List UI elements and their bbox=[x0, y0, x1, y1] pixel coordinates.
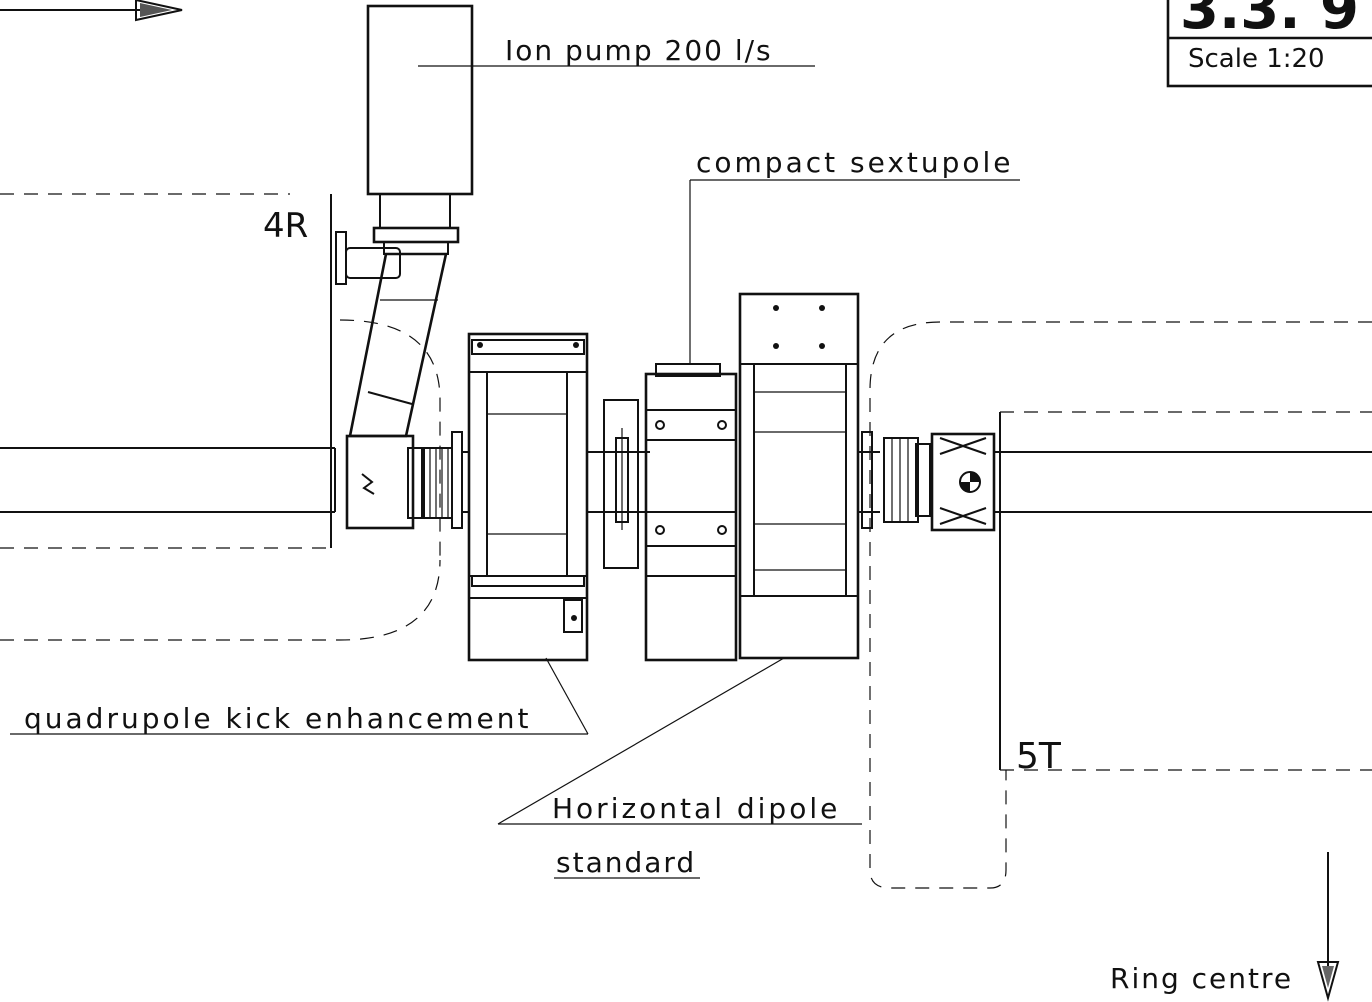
valve-block bbox=[345, 434, 423, 530]
ion-pump bbox=[335, 4, 474, 438]
quadrupole-kick-label: quadrupole kick enhancement bbox=[24, 702, 532, 735]
beam-pipe-left bbox=[0, 447, 336, 513]
quadrupole-magnet bbox=[467, 332, 589, 662]
title-block: 3.3. 9 Scale 1:20 bbox=[1166, 0, 1372, 88]
section-4r-label: 4R bbox=[263, 206, 308, 246]
quadrupole-leader bbox=[545, 657, 589, 735]
bellows-right bbox=[861, 431, 931, 529]
beam-direction-arrow-icon bbox=[0, 0, 183, 22]
drawing-number: 3.3. 9 bbox=[1180, 0, 1359, 42]
dipole-standard-label: standard bbox=[556, 846, 696, 879]
compact-sextupole bbox=[644, 363, 738, 662]
section-5t-label: 5T bbox=[1016, 736, 1062, 777]
beam-pipe-right bbox=[994, 451, 1372, 513]
horizontal-dipole bbox=[738, 292, 860, 660]
section-5t-outline bbox=[869, 321, 1372, 889]
ring-centre-label: Ring centre bbox=[1110, 962, 1293, 995]
flange-center bbox=[603, 399, 639, 569]
dipole-leader bbox=[497, 657, 785, 825]
beam-position-monitor bbox=[930, 432, 996, 532]
section-4r-outline bbox=[0, 193, 441, 641]
horizontal-dipole-label: Horizontal dipole bbox=[552, 792, 840, 825]
ring-centre-arrow-icon bbox=[1316, 852, 1340, 1002]
compact-sextupole-label: compact sextupole bbox=[696, 146, 1014, 179]
ion-pump-label: Ion pump 200 l/s bbox=[505, 34, 773, 67]
scale-label: Scale 1:20 bbox=[1188, 44, 1325, 74]
bellows-left bbox=[423, 431, 470, 529]
